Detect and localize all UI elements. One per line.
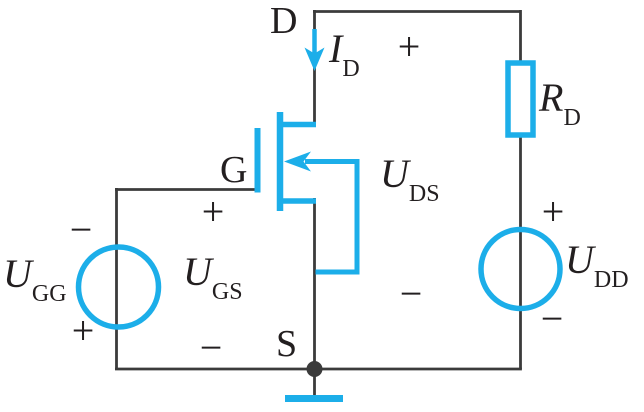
- label-drain-current: ID: [328, 26, 360, 82]
- polarity-ugs-bottom: −: [200, 325, 223, 370]
- polarity-ugg-top: −: [70, 207, 93, 252]
- label-voltage-ugg: UGG: [3, 251, 67, 307]
- polarity-udd-bottom: −: [541, 296, 564, 341]
- mosfet-body-arrow-icon: [284, 151, 311, 172]
- label-drain-terminal: D: [270, 0, 297, 42]
- voltage-source-ugg-symbol: [75, 244, 162, 330]
- label-voltage-uds: UDS: [380, 151, 440, 207]
- label-source-terminal: S: [276, 323, 297, 365]
- label-voltage-ugs: UGS: [183, 249, 243, 305]
- polarity-uds-top: +: [398, 24, 421, 69]
- polarity-ugg-bottom: +: [72, 308, 95, 353]
- drain-current-arrow: [304, 29, 325, 71]
- wires: [115, 10, 522, 396]
- label-voltage-udd: UDD: [565, 237, 629, 293]
- label-gate-terminal: G: [220, 149, 247, 191]
- polarity-uds-bottom: −: [400, 271, 423, 316]
- mosfet-symbol: [254, 112, 360, 275]
- polarity-udd-top: +: [542, 189, 565, 234]
- resistor-rd-symbol: [505, 60, 536, 138]
- polarity-ugs-top: +: [202, 189, 225, 234]
- mosfet-body-to-source-wire: [305, 159, 360, 275]
- label-resistor-rd: RD: [538, 75, 581, 131]
- current-arrow-head-icon: [304, 47, 325, 71]
- voltage-source-udd-symbol: [478, 226, 563, 312]
- source-node-dot: [306, 361, 323, 377]
